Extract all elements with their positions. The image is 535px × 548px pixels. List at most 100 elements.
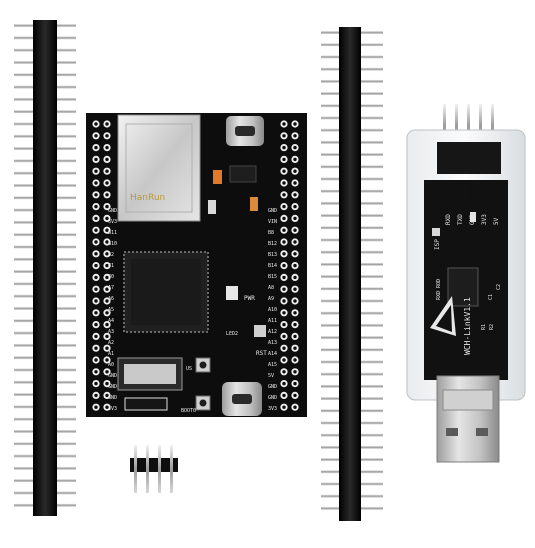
board-hole-center [293, 334, 297, 339]
programmer-pin-label: 5V [491, 189, 499, 198]
board-hole-center [105, 346, 109, 350]
board-hole-center [94, 240, 98, 244]
board-hole-center [293, 169, 297, 173]
programmer-pin [455, 104, 458, 148]
board-pin-label-right: A8 [268, 285, 274, 291]
board-pin-label-right: A11 [268, 318, 277, 324]
board-pin-label-right: GND [268, 384, 277, 390]
board-hole-center [282, 134, 286, 138]
board-pin-label-left: A1 [108, 351, 114, 357]
board-hole-center [282, 381, 286, 386]
board-hole-center [282, 287, 286, 291]
silk-led: LED2 [226, 331, 238, 337]
board-right-pin-labels: 3V3GNDGND5VA15A14A13A12A11A10A9A8B15B14B… [268, 208, 277, 412]
board-hole-center [105, 393, 109, 398]
programmer-pin [479, 104, 482, 148]
board-hole-center [293, 405, 297, 409]
board-hole-center [282, 204, 286, 209]
board-hole-center [282, 405, 286, 409]
board-pin-label-left: A6 [108, 296, 114, 302]
board-hole-center [105, 169, 109, 173]
sd-card-slot-metal [124, 364, 176, 384]
board-hole-center [105, 204, 109, 209]
board-pin-label-left: A2 [108, 340, 114, 346]
board-hole-center [293, 252, 297, 256]
board-hole-center [282, 169, 286, 173]
board-pin-label-right: A14 [268, 351, 277, 357]
board-pin-label-left: B10 [108, 241, 117, 247]
board-pin-label-right: VIN [268, 219, 277, 225]
button-user [254, 325, 266, 337]
board-hole-center [105, 134, 109, 138]
programmer-c1-label: C1 [488, 294, 494, 300]
board-hole-center [105, 311, 109, 315]
ethernet-brand-mark: HanRun [130, 193, 165, 203]
button-boot-cap [199, 399, 207, 407]
board-pin-label-right: A10 [268, 307, 277, 313]
programmer-c2-label: C2 [496, 284, 502, 290]
board-hole-center [282, 263, 286, 268]
board-hole-center [105, 334, 109, 339]
usb-c-port-bottom-opening [232, 394, 252, 404]
silk-boot: BOOT0 [181, 408, 196, 414]
board-hole-center [105, 240, 109, 244]
board-pin-label-left: GND [108, 208, 117, 214]
board-pin-label-right: B13 [268, 252, 277, 258]
board-hole-center [293, 134, 297, 138]
header-pin [134, 445, 137, 493]
regulator-chip [229, 165, 257, 183]
board-hole-center [94, 334, 98, 339]
board-hole-center [94, 287, 98, 291]
programmer-pin-label: GND [467, 185, 475, 198]
board-hole-center [94, 370, 98, 374]
board-hole-center [94, 252, 98, 256]
board-hole-center [282, 299, 286, 303]
programmer-isp-label: ISP [434, 239, 441, 250]
board-pin-label-right: A12 [268, 329, 277, 335]
board-hole-center [105, 370, 109, 374]
board-hole-center [105, 145, 109, 150]
board-hole-center [293, 346, 297, 350]
programmer-chip [447, 267, 479, 307]
board-hole-center [293, 299, 297, 303]
board-hole-center [293, 122, 297, 126]
board-pin-label-right: 5V [268, 373, 274, 379]
board-pin-label-right: 3V3 [268, 406, 277, 412]
board-hole-center [293, 240, 297, 244]
board-hole-center [105, 228, 109, 232]
board-header-holes [92, 120, 299, 411]
board-pin-label-left: A5 [108, 307, 114, 313]
board-hole-center [105, 358, 109, 362]
board-hole-center [105, 122, 109, 126]
board-hole-center [293, 263, 297, 268]
board-hole-center [282, 240, 286, 244]
board-hole-center [282, 358, 286, 362]
board-hole-center [293, 275, 297, 280]
left-pin-header [14, 20, 76, 516]
small-header-pins [134, 445, 173, 493]
programmer-pin-label: CLK [443, 185, 451, 198]
programmer-pin [491, 104, 494, 148]
board-pin-label-right: A13 [268, 340, 277, 346]
board-pin-label-right: A15 [268, 362, 277, 368]
board-hole-center [282, 228, 286, 232]
programmer-led [470, 212, 476, 222]
board-hole-center [105, 275, 109, 280]
board-hole-center [105, 157, 109, 162]
silk-pwr: PWR [244, 295, 255, 302]
board-hole-center [94, 393, 98, 398]
mcu-chip [131, 259, 201, 325]
board-pin-label-left: GND [108, 395, 117, 401]
silk-us: US [186, 366, 192, 372]
board-pin-label-right: GND [268, 208, 277, 214]
programmer-logo-inner [436, 305, 452, 332]
programmer-pin-label-row2: 3V3 [481, 214, 488, 225]
board-pin-label-right: B15 [268, 274, 277, 280]
programmer-pin-label: 3V3 [479, 185, 487, 198]
button-rst-cap [199, 361, 207, 369]
board-hole-center [293, 204, 297, 209]
board-hole-center [293, 157, 297, 162]
small-header-plastic [130, 458, 178, 472]
